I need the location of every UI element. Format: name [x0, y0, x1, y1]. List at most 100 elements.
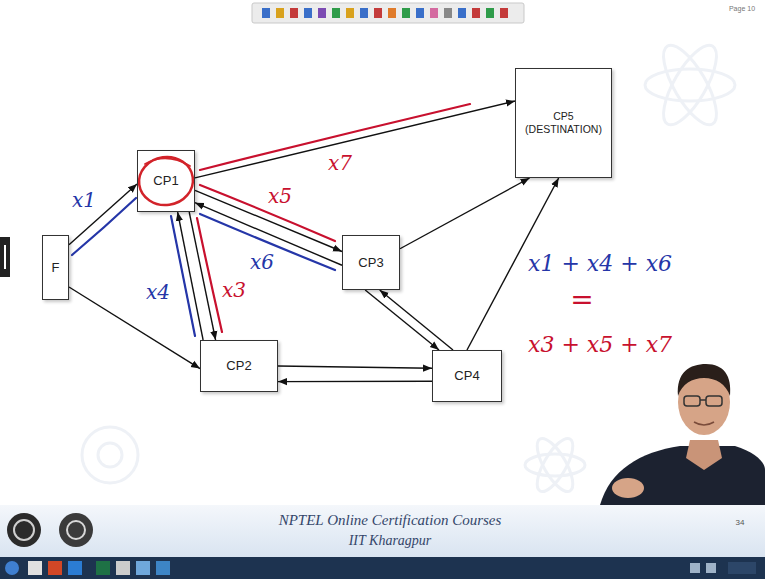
- taskbar-icon: [136, 561, 150, 575]
- atom-orbit: [645, 69, 735, 101]
- equation-term: x3 + x5 + x7: [528, 333, 672, 357]
- flow-highlight: [171, 216, 195, 336]
- flow-arrow: [189, 212, 215, 340]
- process-box: CP2: [200, 340, 278, 392]
- tool-icon: [472, 8, 480, 18]
- glasses-bridge: [700, 399, 706, 401]
- flow-arrow: [69, 287, 200, 369]
- atom-orbit: [530, 434, 579, 497]
- tool-icon: [416, 8, 424, 18]
- node-label: F: [52, 260, 60, 276]
- taskbar: [0, 557, 765, 579]
- tool-icon: [360, 8, 368, 18]
- tray-clock: [728, 562, 756, 574]
- flow-variable: x4: [146, 281, 170, 303]
- node-circle-mark: [136, 153, 196, 208]
- taskbar-icon: [116, 561, 130, 575]
- taskbar-icons: [5, 561, 756, 575]
- flow-arrow: [278, 381, 432, 383]
- node-circle-mark: [145, 158, 190, 166]
- process-box: CP4: [432, 350, 502, 402]
- tool-icon: [500, 8, 508, 18]
- flow-arrow: [365, 290, 439, 350]
- tool-icon: [290, 8, 298, 18]
- atom-orbit: [654, 38, 727, 132]
- tool-icon: [262, 8, 270, 18]
- tool-icon: [346, 8, 354, 18]
- taskbar-icon: [96, 561, 110, 575]
- node-label: CP4: [454, 368, 479, 384]
- toolbar-icons: [262, 8, 508, 18]
- flow-arrow: [380, 290, 453, 350]
- institute-footer: IIT Kharagpur: [349, 533, 432, 548]
- tool-icon: [402, 8, 410, 18]
- process-box: CP1: [137, 150, 195, 212]
- presenter-hand: [612, 478, 644, 498]
- page-number: Page 10: [729, 5, 755, 13]
- process-box: CP5 (DESTINATION): [515, 68, 612, 178]
- equation-term: x1 + x4 + x6: [528, 252, 672, 276]
- taskbar-icon: [156, 561, 170, 575]
- tool-icon: [318, 8, 326, 18]
- footer-band: [0, 505, 765, 557]
- gear-watermark: [98, 443, 122, 467]
- nptel-logo: [59, 513, 93, 547]
- tray-icon: [706, 563, 716, 573]
- presenter-mouth: [694, 422, 714, 425]
- watermark: [82, 38, 735, 496]
- equation-sign: =: [570, 285, 593, 316]
- tool-icon: [388, 8, 396, 18]
- presenter-shirt: [600, 446, 765, 505]
- tool-icon: [486, 8, 494, 18]
- tool-icon: [458, 8, 466, 18]
- atom-orbit: [525, 454, 585, 476]
- tool-icon: [444, 8, 452, 18]
- atom-orbit: [530, 434, 579, 497]
- atom-orbit: [654, 38, 727, 132]
- presenter-figure: [600, 364, 765, 505]
- pen-toolbar: [252, 3, 524, 23]
- start-button: [5, 561, 19, 575]
- taskbar-icon: [48, 561, 62, 575]
- flow-highlight: [197, 218, 222, 332]
- tool-icon: [430, 8, 438, 18]
- taskbar-icon: [28, 561, 42, 575]
- presenter-neck: [686, 440, 722, 470]
- tool-icon: [304, 8, 312, 18]
- node-label: CP5 (DESTINATION): [519, 110, 608, 135]
- flow-variable: x7: [328, 152, 352, 174]
- tool-icon: [374, 8, 382, 18]
- institute-logo: [14, 520, 34, 540]
- slide-number: 34: [736, 519, 745, 528]
- flow-variable: x1: [72, 189, 96, 211]
- nptel-logo: [67, 521, 85, 539]
- side-tab-mark: [4, 245, 6, 269]
- process-box: CP3: [342, 235, 400, 290]
- glasses-lens: [706, 396, 722, 406]
- flow-variable: x3: [222, 279, 246, 301]
- flow-arrow: [278, 366, 432, 368]
- process-box: F: [42, 235, 69, 300]
- gear-watermark: [82, 427, 138, 483]
- node-label: CP2: [226, 358, 251, 374]
- presenter-glasses: [684, 396, 722, 406]
- course-footer: NPTEL Online Certification Courses: [279, 512, 502, 529]
- flow-arrow: [69, 184, 137, 245]
- flow-variable: x5: [268, 185, 292, 207]
- tray-icon: [690, 563, 700, 573]
- flow-highlight: [200, 185, 335, 241]
- node-label: CP3: [358, 255, 383, 271]
- side-tab: [0, 237, 10, 277]
- node-label: CP1: [153, 173, 178, 189]
- flow-arrow: [400, 178, 530, 249]
- taskbar-icon: [68, 561, 82, 575]
- institute-logo: [7, 513, 41, 547]
- flow-arrow: [195, 101, 515, 178]
- tool-icon: [276, 8, 284, 18]
- presenter-hair: [678, 364, 730, 396]
- flow-variable: x6: [250, 251, 274, 273]
- tool-icon: [332, 8, 340, 18]
- glasses-lens: [684, 396, 700, 406]
